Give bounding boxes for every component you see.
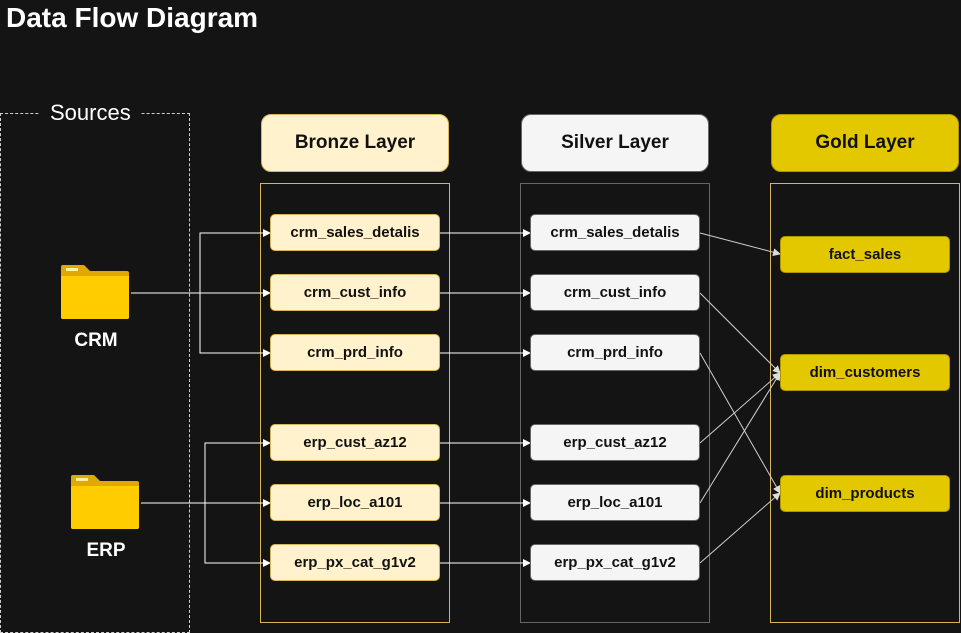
- flow-connectors: [131, 229, 781, 567]
- edge-crm-sales-detalis: [199, 229, 271, 293]
- silver-node-crm-prd-info[interactable]: crm_prd_info: [530, 334, 700, 371]
- gold-node-dim-customers[interactable]: dim_customers: [780, 354, 950, 391]
- silver-node-crm-cust-info[interactable]: crm_cust_info: [530, 274, 700, 311]
- silver-node-erp-loc-a101[interactable]: erp_loc_a101: [530, 484, 700, 521]
- erp-source-label: ERP: [86, 540, 126, 561]
- silver-node-erp-cust-az12[interactable]: erp_cust_az12: [530, 424, 700, 461]
- diagram-title: Data Flow Diagram: [6, 2, 259, 33]
- sources-label: Sources: [40, 100, 141, 126]
- gold-node-fact-sales[interactable]: fact_sales: [780, 236, 950, 273]
- bronze-node-erp-cust-az12[interactable]: erp_cust_az12: [270, 424, 440, 461]
- bronze-layer-header: Bronze Layer: [261, 114, 449, 172]
- silver-layer-header: Silver Layer: [521, 114, 709, 172]
- gold-layer-header: Gold Layer: [771, 114, 959, 172]
- bronze-node-crm-sales-detalis[interactable]: crm_sales_detalis: [270, 214, 440, 251]
- bronze-node-crm-cust-info[interactable]: crm_cust_info: [270, 274, 440, 311]
- edge-erp-cust-az12: [204, 439, 271, 503]
- bronze-node-crm-prd-info[interactable]: crm_prd_info: [270, 334, 440, 371]
- bronze-node-erp-loc-a101[interactable]: erp_loc_a101: [270, 484, 440, 521]
- erp-folder-icon: [71, 475, 139, 529]
- gold-node-dim-products[interactable]: dim_products: [780, 475, 950, 512]
- silver-node-crm-sales-detalis[interactable]: crm_sales_detalis: [530, 214, 700, 251]
- silver-node-erp-px-cat-g1v2[interactable]: erp_px_cat_g1v2: [530, 544, 700, 581]
- edge-crm-prd-info: [199, 293, 271, 357]
- bronze-node-erp-px-cat-g1v2[interactable]: erp_px_cat_g1v2: [270, 544, 440, 581]
- crm-source-label: CRM: [74, 330, 118, 351]
- edge-erp-px-cat-g1v2: [204, 503, 271, 567]
- crm-folder-icon: [61, 265, 129, 319]
